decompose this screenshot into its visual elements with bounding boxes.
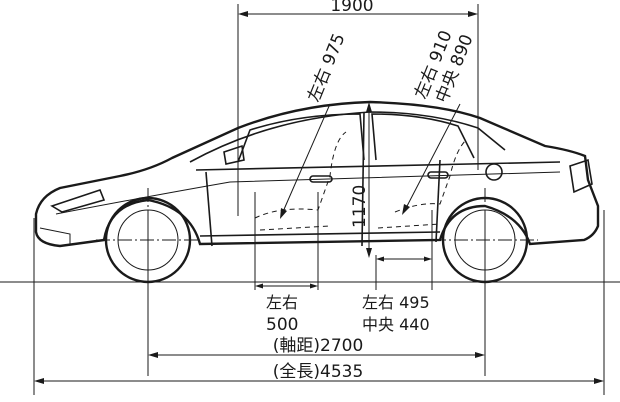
front-legroom-value: 500 [266,315,298,335]
overall-length-label: (全長)4535 [273,362,364,382]
shoulder-width-dimension: 1900 [238,0,478,17]
car-silhouette [34,100,600,248]
rear-legroom-center-label: 中央 440 [362,315,430,334]
wheelbase-dimension: (軸距)2700 [148,336,485,358]
shoulder-width-label: 1900 [330,0,373,16]
cabin-height-dimension: 1170 [350,102,372,258]
front-legroom-dimension: 左右 500 [255,283,318,335]
rear-wheel [432,188,538,290]
rear-headroom-indicator: 左右 910 中央 890 [402,28,478,215]
front-wheel [96,188,200,290]
rear-legroom-dimension: 左右 495 中央 440 [362,256,432,334]
cabin-height-label: 1170 [350,185,370,228]
wheelbase-label: (軸距)2700 [273,336,364,356]
overall-length-dimension: (全長)4535 [34,362,604,384]
front-headroom-label: 左右 975 [304,31,349,105]
rear-legroom-side-label: 左右 495 [362,293,430,312]
front-legroom-prefix: 左右 [266,293,298,312]
front-headroom-indicator: 左右 975 [280,31,350,219]
